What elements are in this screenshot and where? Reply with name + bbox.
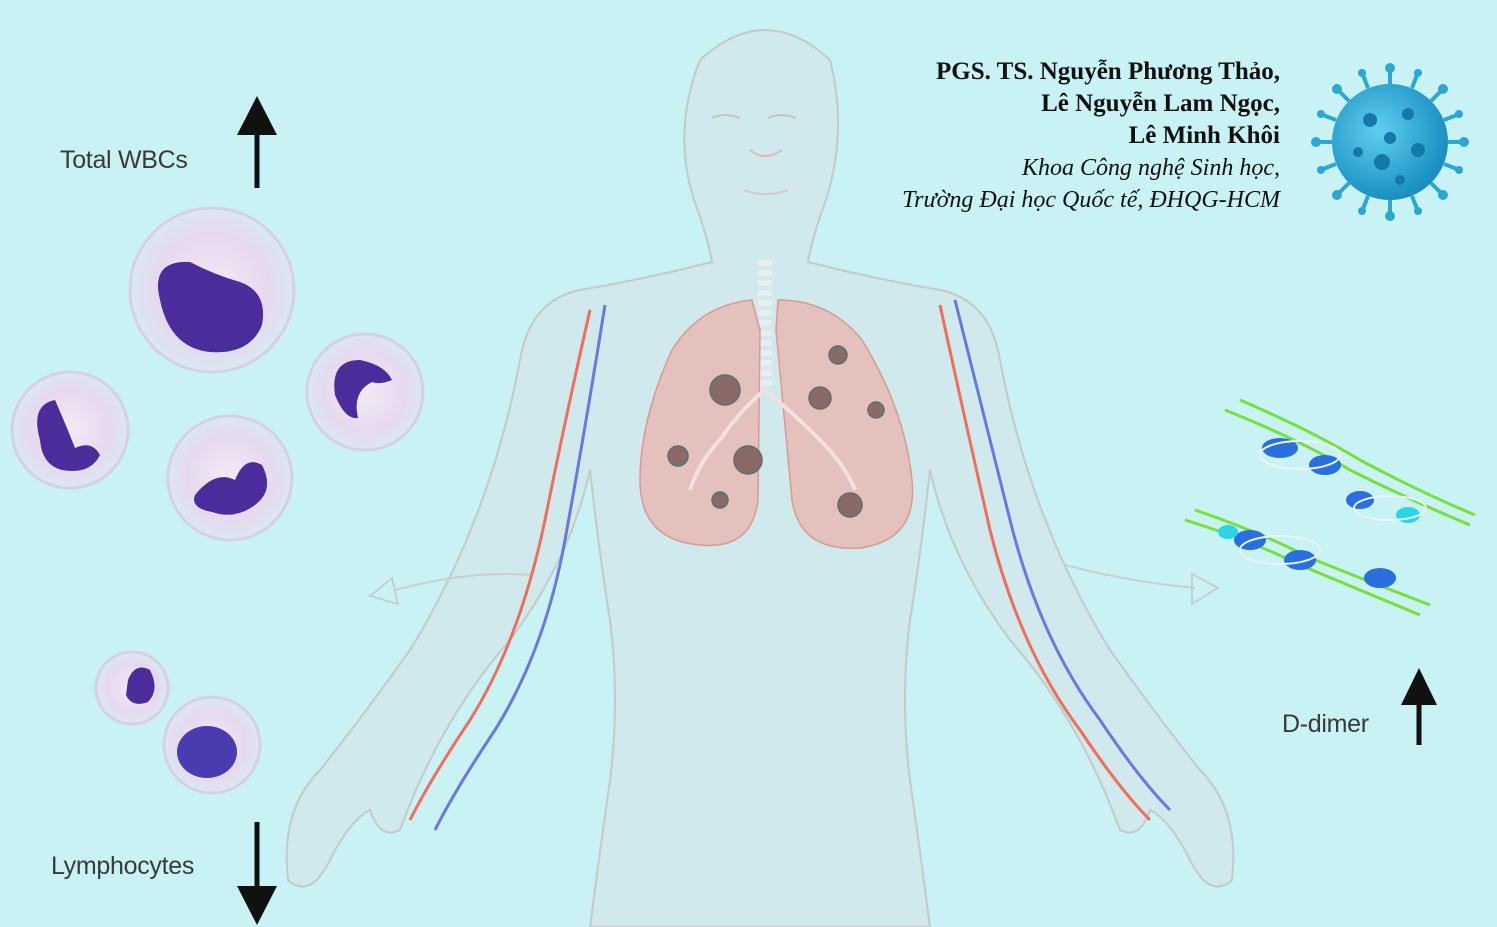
author-line-2: Lê Nguyễn Lam Ngọc,: [902, 88, 1280, 120]
affiliation-line-2: Trường Đại học Quốc tế, ĐHQG-HCM: [902, 184, 1280, 216]
down-arrow-icon: [237, 822, 277, 925]
total-wbcs-label: Total WBCs: [60, 146, 188, 175]
white-blood-cells: [12, 208, 423, 540]
author-credits: PGS. TS. Nguyễn Phương Thảo, Lê Nguyễn L…: [902, 56, 1280, 216]
up-arrow-icon: [237, 96, 277, 188]
connector-right: [1065, 565, 1195, 588]
d-dimer-label: D-dimer: [1282, 710, 1369, 739]
connector-left-head: [370, 578, 398, 604]
fibrin-d-dimer: [1185, 400, 1475, 615]
covid-virus-icon: [1311, 63, 1469, 221]
affiliation-line-1: Khoa Công nghệ Sinh học,: [902, 152, 1280, 184]
lymphocyte-cells: [96, 652, 260, 793]
author-line-1: PGS. TS. Nguyễn Phương Thảo,: [902, 56, 1280, 88]
up-arrow-icon: [1401, 668, 1437, 745]
lymphocytes-label: Lymphocytes: [51, 852, 194, 881]
author-line-3: Lê Minh Khôi: [902, 120, 1280, 152]
connector-right-head: [1192, 574, 1218, 604]
